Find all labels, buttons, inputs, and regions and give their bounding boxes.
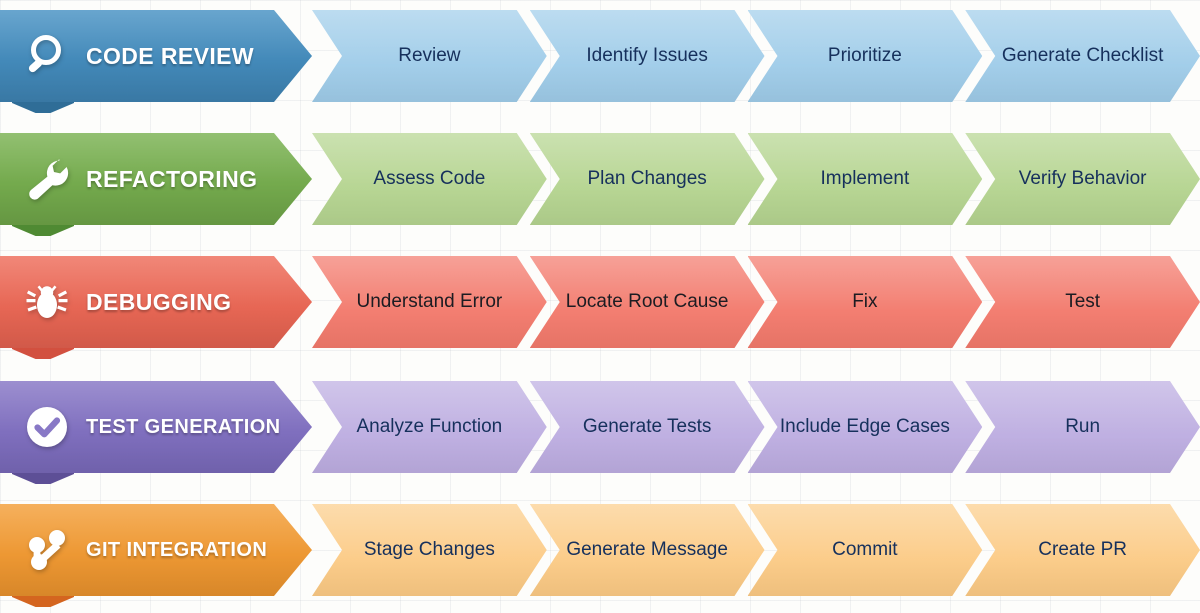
workflow-row-refactoring: REFACTORING Assess Code Plan Changes Implem… [0,133,1200,236]
step-label: Generate Message [566,539,728,560]
header-tail [12,472,74,484]
step-label: Commit [832,539,898,560]
step-chevron[interactable]: Locate Root Cause [530,256,765,348]
step-label: Identify Issues [586,45,708,66]
step-chevron[interactable]: Assess Code [312,133,547,225]
magnifier-icon [22,31,72,81]
step-label: Verify Behavior [1018,168,1147,189]
step-chevron[interactable]: Prioritize [748,10,983,102]
step-chevron[interactable]: Understand Error [312,256,547,348]
step-label: Implement [820,168,910,189]
workflow-row-code-review: CODE REVIEW Review Identify Issues Prioriti… [0,10,1200,113]
step-label: Plan Changes [587,168,707,189]
workflow-row-debugging: DEBUGGING Understand Error Locate Root Cau… [0,256,1200,359]
step-chevron[interactable]: Run [965,381,1200,473]
header-tail [12,224,74,236]
workflow-row-test-generation: TEST GENERATION Analyze Function Generate … [0,381,1200,484]
check-circle-icon [22,402,72,452]
header-tail [12,101,74,113]
step-chevron[interactable]: Include Edge Cases [748,381,983,473]
step-chevron[interactable]: Test [965,256,1200,348]
row-header-code-review[interactable]: CODE REVIEW [0,10,312,102]
step-label: Understand Error [356,291,503,312]
step-label: Include Edge Cases [779,416,950,437]
step-list-refactoring: Assess Code Plan Changes Implement Verify B… [312,133,1200,225]
step-chevron[interactable]: Analyze Function [312,381,547,473]
step-list-debugging: Understand Error Locate Root Cause Fix Test [312,256,1200,348]
step-label: Fix [852,291,878,312]
step-chevron[interactable]: Review [312,10,547,102]
step-list-code-review: Review Identify Issues Prioritize Generate … [312,10,1200,102]
step-label: Stage Changes [363,539,495,560]
header-tail [12,595,74,607]
git-branch-icon [22,525,72,575]
workflow-row-git-integration: GIT INTEGRATION Stage Changes Generate Mes… [0,504,1200,607]
step-chevron[interactable]: Generate Tests [530,381,765,473]
row-header-test-generation[interactable]: TEST GENERATION [0,381,312,473]
step-chevron[interactable]: Generate Message [530,504,765,596]
row-header-label: GIT INTEGRATION [86,538,268,561]
step-label: Prioritize [827,45,902,66]
step-label: Test [1065,291,1101,312]
row-header-label: REFACTORING [86,165,258,192]
step-chevron[interactable]: Implement [748,133,983,225]
step-label: Generate Tests [582,416,712,437]
row-header-debugging[interactable]: DEBUGGING [0,256,312,348]
step-chevron[interactable]: Commit [748,504,983,596]
row-header-label: CODE REVIEW [86,42,254,69]
step-chevron[interactable]: Create PR [965,504,1200,596]
step-label: Assess Code [373,168,486,189]
step-list-test-generation: Analyze Function Generate Tests Include Ed… [312,381,1200,473]
row-header-refactoring[interactable]: REFACTORING [0,133,312,225]
step-label: Analyze Function [356,416,503,437]
step-label: Locate Root Cause [565,291,729,312]
step-chevron[interactable]: Generate Checklist [965,10,1200,102]
step-chevron[interactable]: Plan Changes [530,133,765,225]
step-label: Generate Checklist [1001,45,1164,66]
step-chevron[interactable]: Stage Changes [312,504,547,596]
step-label: Review [398,45,461,66]
row-header-label: DEBUGGING [86,288,232,315]
step-chevron[interactable]: Identify Issues [530,10,765,102]
step-chevron[interactable]: Fix [748,256,983,348]
row-header-label: TEST GENERATION [86,415,281,438]
step-label: Run [1065,416,1101,437]
wrench-icon [22,154,72,204]
step-chevron[interactable]: Verify Behavior [965,133,1200,225]
step-label: Create PR [1038,539,1127,560]
bug-icon [22,277,72,327]
row-header-git-integration[interactable]: GIT INTEGRATION [0,504,312,596]
step-list-git-integration: Stage Changes Generate Message Commit Creat… [312,504,1200,596]
header-tail [12,347,74,359]
